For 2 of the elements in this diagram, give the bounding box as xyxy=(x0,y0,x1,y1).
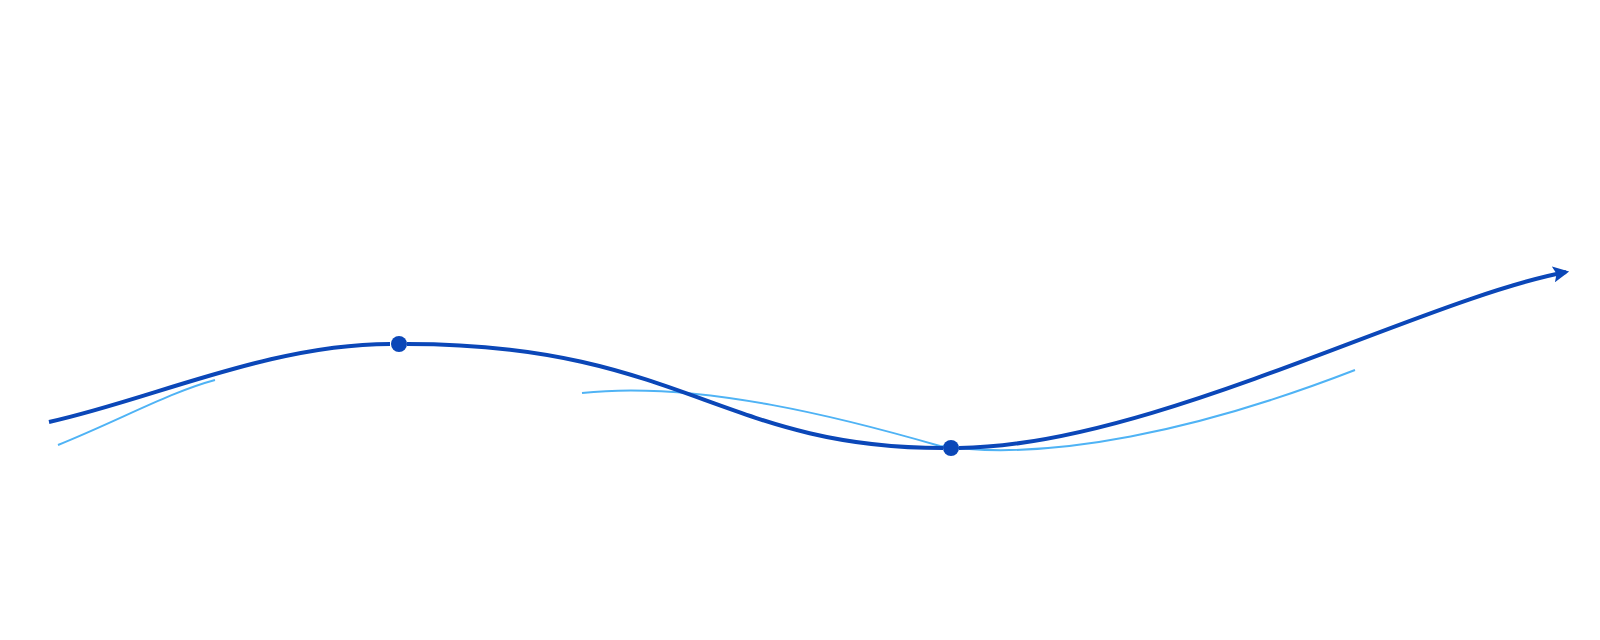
arrow xyxy=(958,267,1570,450)
curve-line xyxy=(406,342,944,450)
